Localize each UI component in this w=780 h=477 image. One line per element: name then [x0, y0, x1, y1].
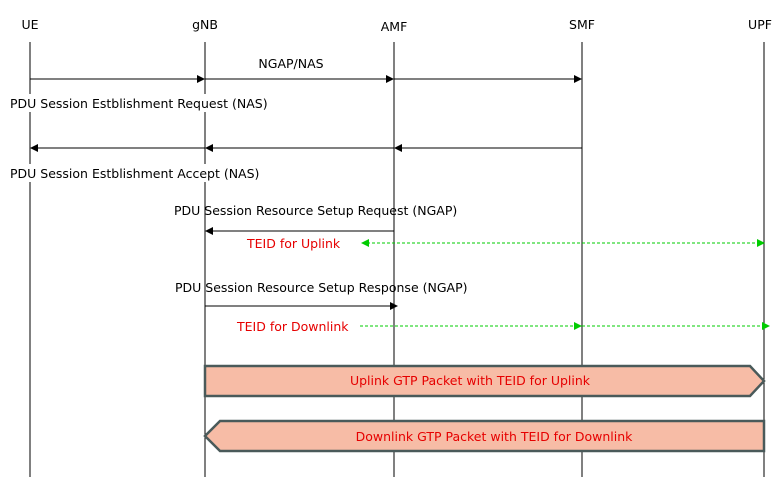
participant-upf: UPF [748, 17, 772, 32]
label-uplink-gtp: Uplink GTP Packet with TEID for Uplink [350, 373, 591, 388]
uplink-gtp-packet-arrow [203, 364, 766, 398]
participant-amf: AMF [381, 19, 408, 34]
label-bg-request [8, 94, 290, 112]
participant-ue: UE [21, 17, 38, 32]
label-teid-uplink: TEID for Uplink [246, 236, 341, 251]
label-resource-setup-response: PDU Session Resource Setup Response (NGA… [175, 280, 468, 295]
label-pdu-accept-nas: PDU Session Estblishment Accept (NAS) [10, 166, 259, 181]
label-bg-accept [8, 164, 280, 182]
label-resource-setup-request: PDU Session Resource Setup Request (NGAP… [174, 203, 457, 218]
label-teid-downlink: TEID for Downlink [236, 319, 349, 334]
label-ngap-nas: NGAP/NAS [258, 56, 323, 71]
label-pdu-request-nas: PDU Session Estblishment Request (NAS) [10, 96, 268, 111]
participant-gnb: gNB [192, 17, 218, 32]
participant-smf: SMF [569, 17, 595, 32]
label-downlink-gtp: Downlink GTP Packet with TEID for Downli… [356, 429, 634, 444]
downlink-gtp-packet-arrow [203, 419, 766, 453]
